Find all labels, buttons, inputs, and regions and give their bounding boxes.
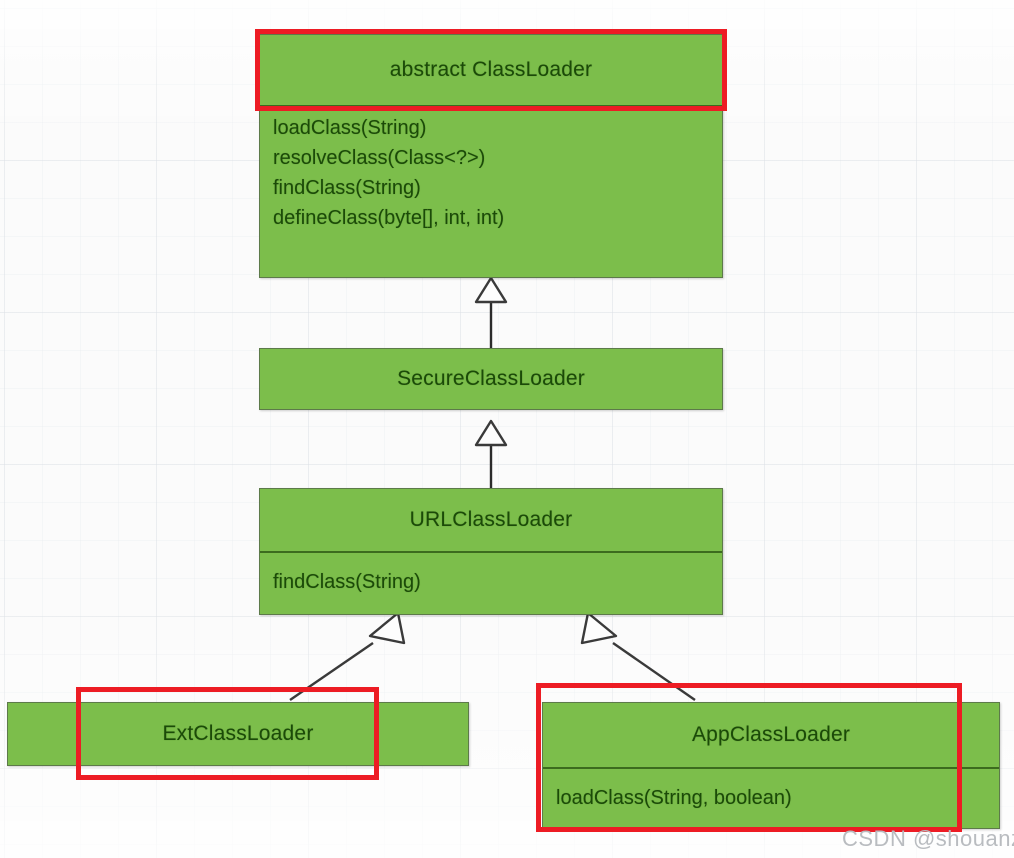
method-item: resolveClass(Class<?>) [273,147,486,169]
method-item: findClass(String) [273,571,421,593]
class-separator-appclassloader [543,767,999,769]
method-item: defineClass(byte[], int, int) [273,207,505,229]
class-box-appclassloader[interactable]: AppClassLoader loadClass(String, boolean… [542,702,1000,829]
class-title-extclassloader: ExtClassLoader [162,722,314,745]
class-box-urlclassloader[interactable]: URLClassLoader findClass(String) [259,488,723,615]
class-box-extclassloader[interactable]: ExtClassLoader [7,702,469,766]
class-box-classloader[interactable]: abstract ClassLoader loadClass(String) r… [259,34,723,278]
class-title-classloader: abstract ClassLoader [389,58,593,81]
edge-extclassloader-to-urlclassloader [289,611,406,701]
class-methods-urlclassloader: findClass(String) [260,553,722,603]
edge-secureclassloader-to-classloader [474,276,508,348]
class-title-urlclassloader: URLClassLoader [409,508,573,531]
class-methods-classloader: loadClass(String) resolveClass(Class<?>)… [260,107,722,239]
watermark-text: CSDN @shouanzh [842,826,1014,851]
class-box-secureclassloader[interactable]: SecureClassLoader [259,348,723,410]
edge-appclassloader-to-urlclassloader [580,611,696,701]
method-item: loadClass(String, boolean) [556,787,792,809]
method-item: loadClass(String) [273,117,427,139]
class-title-secureclassloader: SecureClassLoader [397,367,585,390]
method-item: findClass(String) [273,177,421,199]
class-separator-urlclassloader [260,551,722,553]
class-methods-appclassloader: loadClass(String, boolean) [543,769,999,819]
class-title-appclassloader: AppClassLoader [691,723,851,746]
edge-urlclassloader-to-secureclassloader [474,419,508,488]
